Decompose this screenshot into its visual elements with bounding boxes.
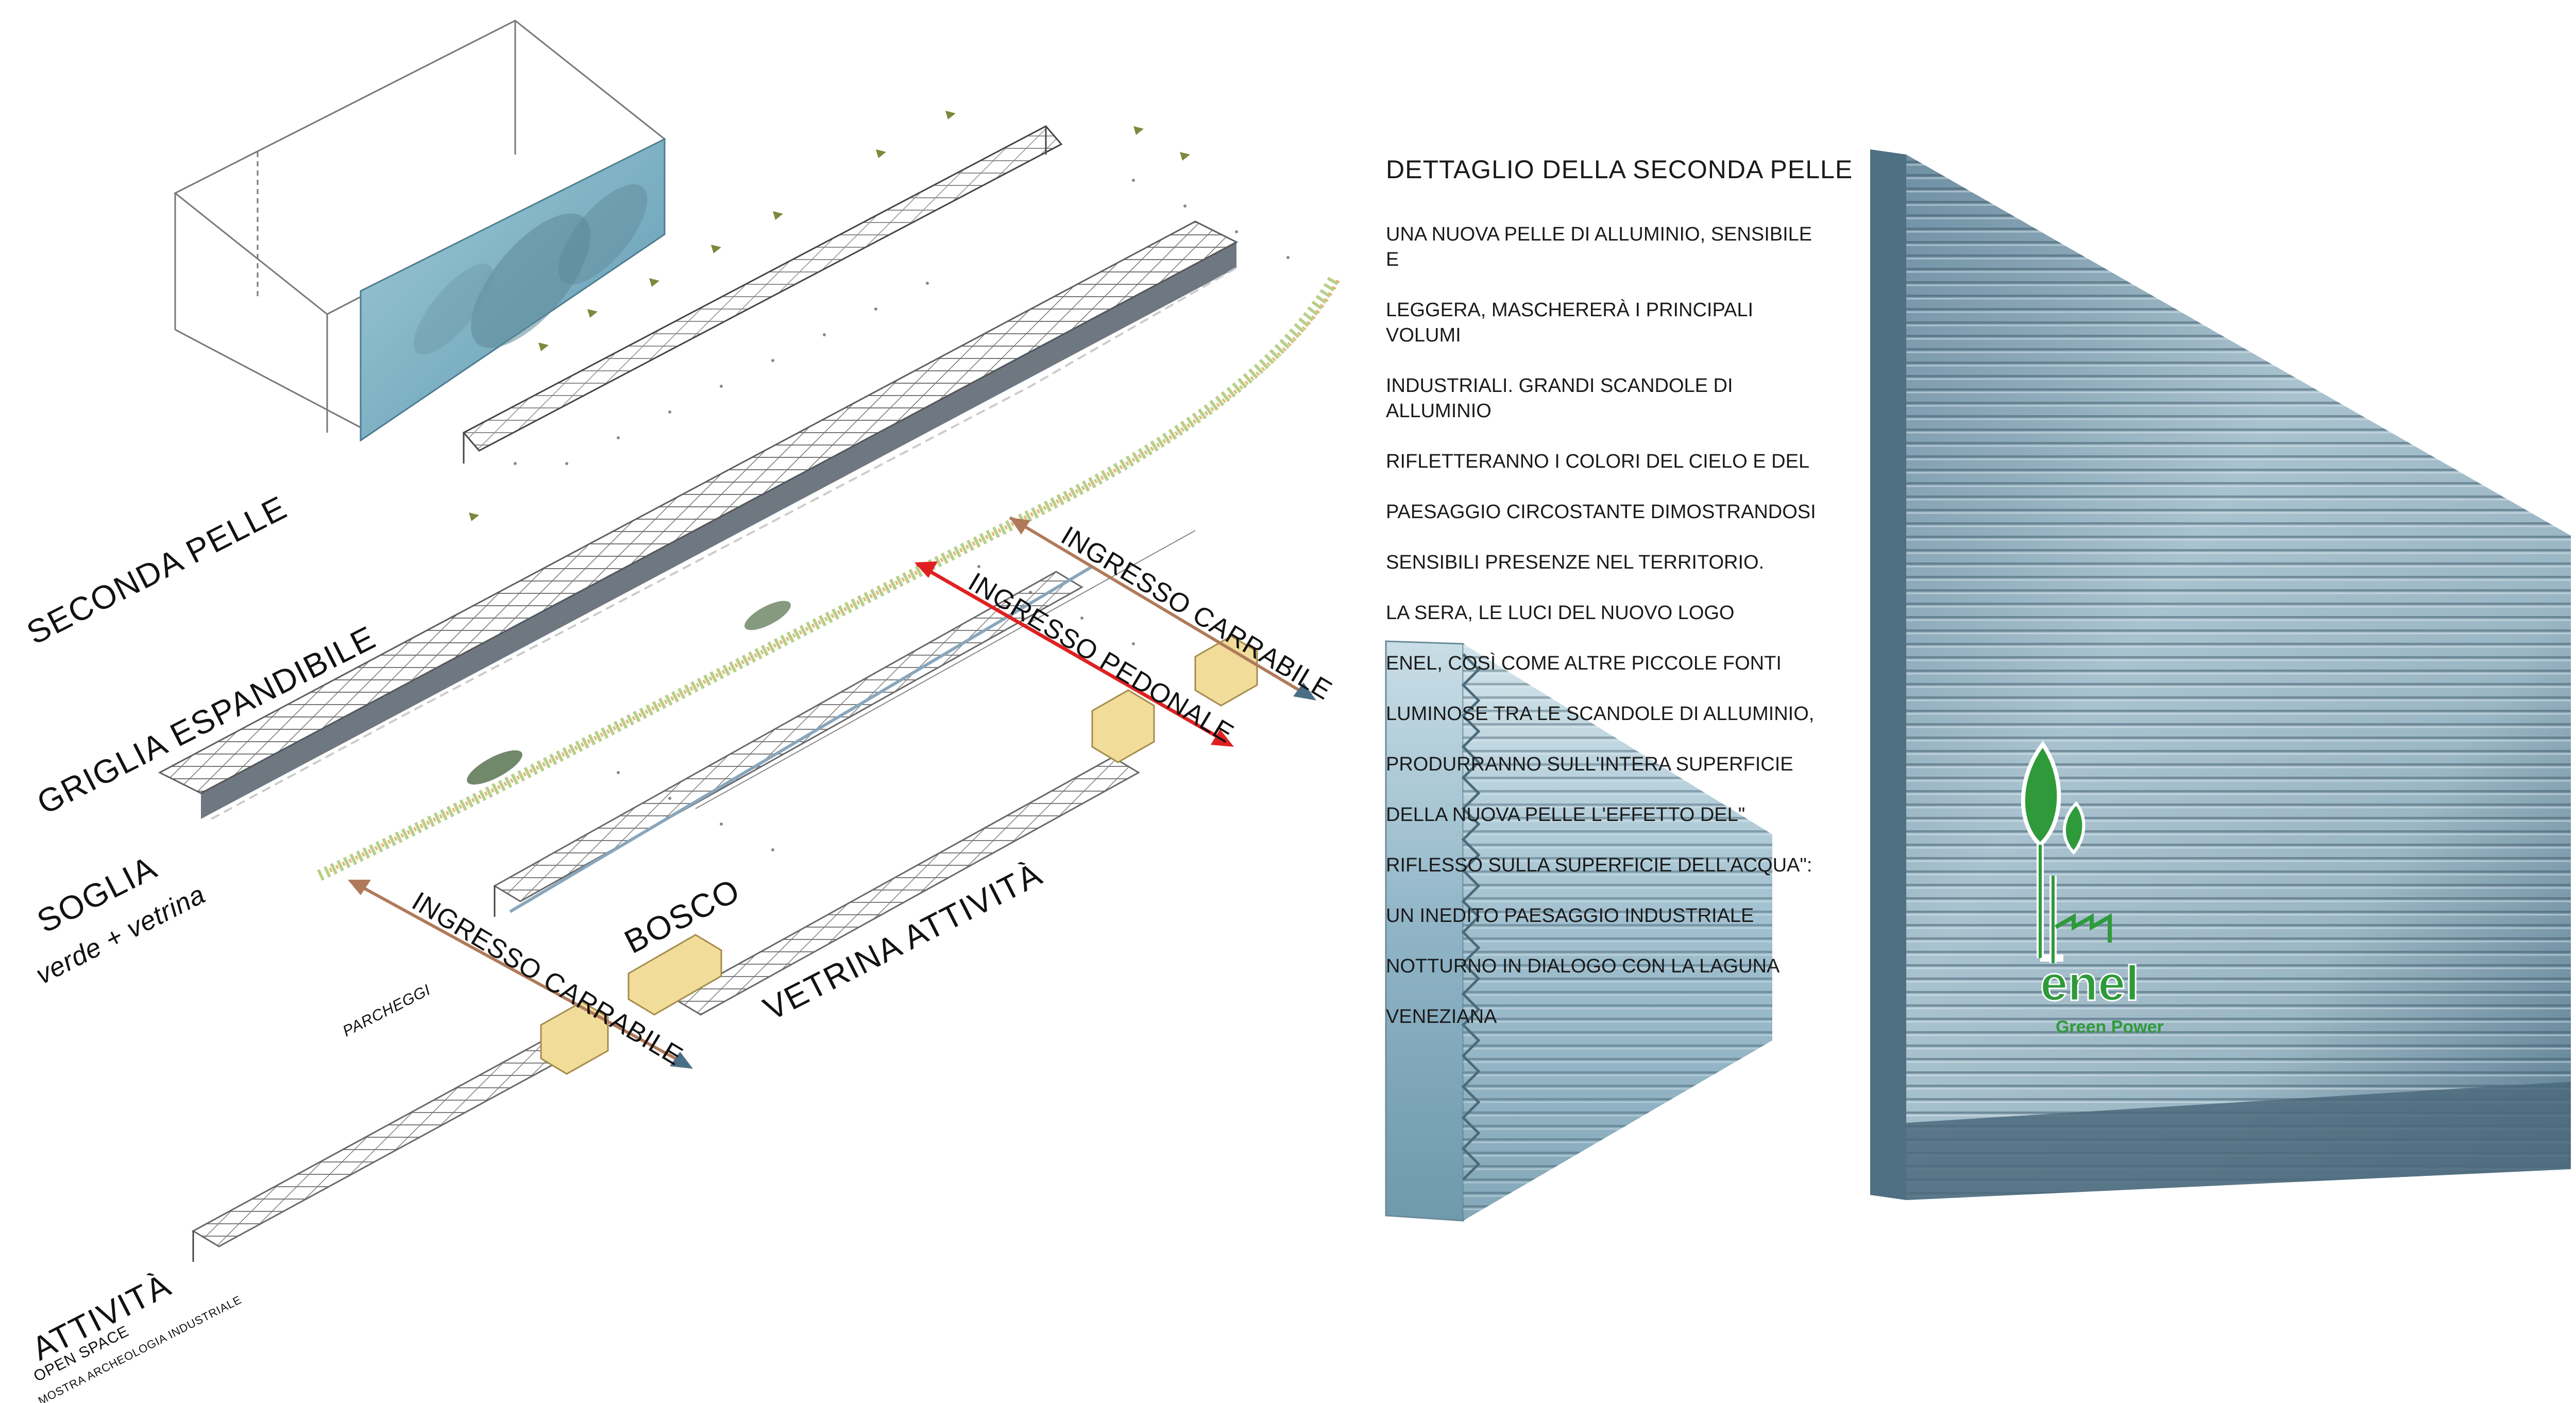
bosco-grid — [493, 530, 1196, 917]
description-line: RIFLETTERANNO I COLORI DEL CIELO E DEL — [1386, 451, 1810, 472]
facade-detail-large — [1870, 149, 2571, 1200]
arrow-ingresso-carrabile-top — [1009, 516, 1316, 700]
description-line: RIFLESSO SULLA SUPERFICIE DELL'ACQUA": — [1386, 854, 1812, 876]
vetrina-grid — [673, 756, 1141, 1016]
description-line: UNA NUOVA PELLE DI ALLUMINIO, SENSIBILE … — [1386, 224, 1812, 270]
description-body: UNA NUOVA PELLE DI ALLUMINIO, SENSIBILE … — [1386, 197, 1829, 1055]
arrow-ingresso-pedonale — [914, 561, 1234, 747]
description-line: PRODURRANNO SULL'INTERA SUPERFICIE — [1386, 754, 1793, 775]
seconda-pelle-facade — [360, 138, 666, 442]
description-line: VENEZIANA — [1386, 1006, 1497, 1028]
description-line: SENSIBILI PRESENZE NEL TERRITORIO. — [1386, 552, 1765, 573]
enel-logo-text: enel — [2039, 955, 2140, 1012]
description-line: NOTTURNO IN DIALOGO CON LA LAGUNA — [1386, 955, 1780, 977]
description-line: PAESAGGIO CIRCOSTANTE DIMOSTRANDOSI — [1386, 501, 1816, 523]
description-title: DETTAGLIO DELLA SECONDA PELLE — [1386, 155, 1853, 184]
arrow-ingresso-carrabile-bottom — [348, 879, 693, 1069]
description-line: UN INEDITO PAESAGGIO INDUSTRIALE — [1386, 905, 1754, 927]
enel-logo — [2021, 741, 2112, 963]
facade-detail-small — [1385, 640, 1772, 1222]
site-markers — [469, 111, 1190, 521]
description-line: LA SERA, LE LUCI DEL NUOVO LOGO — [1386, 602, 1735, 624]
griglia-espandibile-frame — [158, 220, 1239, 820]
description-line: LUMINOSE TRA LE SCANDOLE DI ALLUMINIO, — [1386, 703, 1815, 725]
attivita-grid — [191, 1024, 600, 1262]
activity-boxes — [540, 635, 1258, 1075]
description-line: DELLA NUOVA PELLE L'EFFETTO DEL" — [1386, 804, 1745, 826]
description-line: INDUSTRIALI. GRANDI SCANDOLE DI ALLUMINI… — [1386, 375, 1733, 422]
description-line: ENEL, COSÌ COME ALTRE PICCOLE FONTI — [1386, 653, 1782, 674]
soglia-green-band — [317, 275, 1342, 881]
upper-grid-frame — [462, 125, 1063, 464]
enel-tagline: Green Power — [2056, 1017, 2164, 1037]
description-line: LEGGERA, MASCHERERÀ I PRINCIPALI VOLUMI — [1386, 299, 1754, 346]
